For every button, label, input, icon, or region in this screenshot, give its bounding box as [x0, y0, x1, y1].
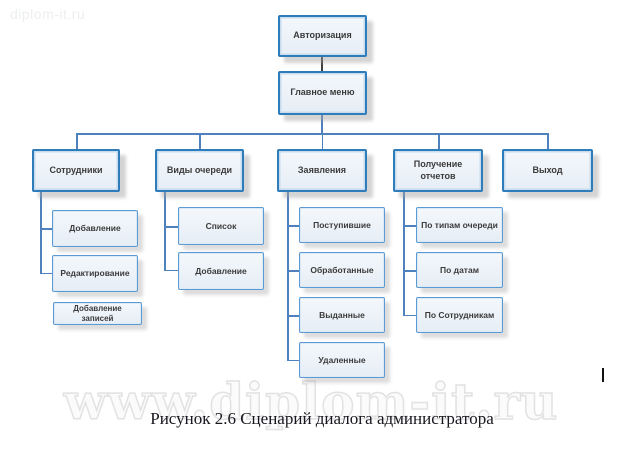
node-authorization: Авторизация — [278, 15, 367, 57]
connector-drop-queue-types — [199, 133, 201, 149]
connector-employees-add — [40, 228, 52, 230]
connector-drop-exit — [547, 133, 549, 149]
connector-employees-edit — [40, 272, 52, 274]
connector-mainmenu-riser — [321, 115, 323, 133]
text-cursor — [602, 368, 604, 382]
connector-employees-vertical — [40, 192, 42, 274]
node-employees-add-records: Добавление записей — [53, 302, 142, 325]
node-reports-by-employee: По Сотрудникам — [416, 297, 503, 333]
connector-queue-vertical — [164, 192, 166, 271]
node-queue-list: Список — [178, 207, 264, 245]
watermark-top: diplom-it.ru — [10, 6, 86, 22]
connector-applications-received — [287, 225, 299, 227]
connector-applications-deleted — [287, 359, 299, 361]
node-reports: Получение отчетов — [393, 149, 483, 192]
node-applications-processed: Обработанные — [299, 252, 385, 288]
connector-drop-employees — [76, 133, 78, 149]
connector-main-horizontal — [76, 133, 548, 135]
node-exit: Выход — [502, 149, 593, 192]
connector-drop-applications — [321, 133, 323, 149]
node-applications-received: Поступившие — [299, 207, 385, 243]
node-employees: Сотрудники — [32, 149, 120, 192]
node-applications-issued: Выданные — [299, 297, 385, 333]
node-employees-edit: Редактирование — [52, 255, 138, 292]
node-queue-add: Добавление — [178, 252, 264, 290]
connector-applications-vertical — [287, 192, 289, 361]
connector-reports-by-date — [403, 270, 416, 272]
connector-reports-by-employee — [403, 314, 416, 316]
connector-applications-issued — [287, 315, 299, 317]
node-applications-deleted: Удаленные — [299, 342, 385, 378]
connector-auth-mainmenu — [321, 57, 323, 71]
connector-reports-vertical — [403, 192, 405, 316]
connector-reports-by-queue — [403, 225, 416, 227]
watermark-bottom: www.diplom-it.ru — [63, 371, 559, 432]
connector-queue-list — [164, 226, 178, 228]
node-reports-by-date: По датам — [416, 252, 503, 288]
figure-caption: Рисунок 2.6 Сценарий диалога администрат… — [150, 409, 494, 428]
node-reports-by-queue-type: По типам очереди — [416, 207, 503, 243]
connector-applications-processed — [287, 270, 299, 272]
node-main-menu: Главное меню — [278, 71, 367, 115]
node-queue-types: Виды очереди — [155, 149, 244, 192]
connector-queue-add — [164, 269, 178, 271]
node-employees-add: Добавление — [52, 210, 138, 247]
connector-drop-reports — [438, 133, 440, 149]
node-applications: Заявления — [277, 149, 367, 192]
